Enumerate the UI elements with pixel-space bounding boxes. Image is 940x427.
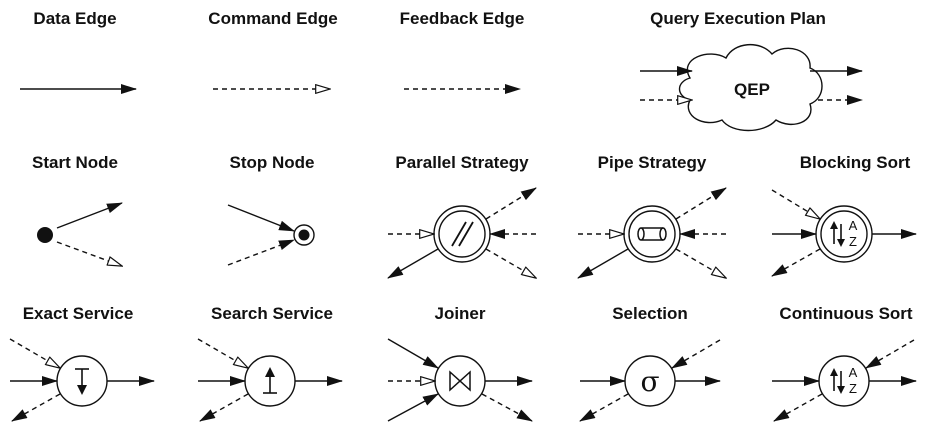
feedback-edge-label: Feedback Edge <box>400 9 525 28</box>
stop-node-dot <box>298 229 310 241</box>
parallel-strategy-symbol <box>387 187 537 279</box>
continuous-sort-z-letter: Z <box>849 381 857 396</box>
stop-feedback-in-edge <box>227 239 295 266</box>
joiner-feedback-out-edge <box>481 393 533 422</box>
continuous-sort-feedback-in-edge <box>865 339 915 369</box>
start-node-symbol <box>37 202 123 266</box>
exact-service-command-in-edge <box>9 338 60 368</box>
search-service-up-arrow-icon <box>263 367 277 394</box>
parallel-strategy-label: Parallel Strategy <box>395 153 529 172</box>
exact-service-down-arrow-icon <box>75 368 89 395</box>
pipe-strategy-label: Pipe Strategy <box>598 153 707 172</box>
continuous-sort-feedback-out-edge <box>773 393 823 422</box>
parallel-command-out-edge <box>485 248 536 278</box>
continuous-sort-arrows-icon <box>830 368 845 394</box>
search-service-feedback-out-edge <box>199 393 249 422</box>
pipe-strategy-symbol <box>577 187 727 279</box>
selection-label: Selection <box>612 304 688 323</box>
stop-data-in-edge <box>227 204 295 232</box>
sort-z-letter: Z <box>849 234 857 249</box>
start-data-out-edge <box>56 202 123 229</box>
query-execution-plan-label: Query Execution Plan <box>650 9 826 28</box>
continuous-sort-symbol: A Z <box>772 339 917 422</box>
parallel-feedback-out-edge <box>485 187 537 220</box>
data-edge-label: Data Edge <box>33 9 116 28</box>
joiner-data-in-edge-upper <box>387 338 439 369</box>
bowtie-join-icon <box>449 370 471 392</box>
continuous-sort-a-letter: A <box>849 365 858 380</box>
qep-cloud <box>678 44 823 132</box>
start-command-out-edge <box>56 241 122 266</box>
qep-text: QEP <box>734 80 770 99</box>
blocking-sort-feedback-out-edge <box>771 248 821 277</box>
parallel-data-out-edge <box>387 248 439 279</box>
pipe-cylinder-icon <box>637 227 663 241</box>
parallel-slash-icon <box>451 221 467 247</box>
pipe-command-out-edge <box>675 248 726 278</box>
continuous-sort-label: Continuous Sort <box>779 304 912 323</box>
sigma-symbol: σ <box>640 365 659 398</box>
search-service-symbol <box>197 338 343 422</box>
start-node-dot <box>37 227 53 243</box>
search-service-command-in-edge <box>197 338 248 368</box>
joiner-label: Joiner <box>434 304 485 323</box>
exact-service-label: Exact Service <box>23 304 134 323</box>
pipe-data-out-edge <box>577 248 629 279</box>
joiner-symbol <box>387 338 533 422</box>
stop-node-label: Stop Node <box>230 153 315 172</box>
blocking-sort-label: Blocking Sort <box>800 153 911 172</box>
start-node-label: Start Node <box>32 153 118 172</box>
exact-service-symbol <box>9 338 155 422</box>
search-service-label: Search Service <box>211 304 333 323</box>
sort-arrows-icon <box>830 221 845 247</box>
joiner-data-in-edge-lower <box>387 393 439 422</box>
pipe-feedback-out-edge <box>675 187 727 220</box>
selection-feedback-in-edge <box>671 339 721 369</box>
stop-node-symbol <box>227 204 315 266</box>
blocking-sort-command-in-edge <box>771 189 820 219</box>
command-edge-label: Command Edge <box>208 9 337 28</box>
exact-service-feedback-out-edge <box>11 393 61 422</box>
blocking-sort-symbol: A Z <box>771 189 917 277</box>
query-execution-plan-symbol: QEP <box>640 44 863 132</box>
selection-feedback-out-edge <box>579 393 629 422</box>
selection-symbol: σ <box>579 339 721 422</box>
sort-a-letter: A <box>849 218 858 233</box>
